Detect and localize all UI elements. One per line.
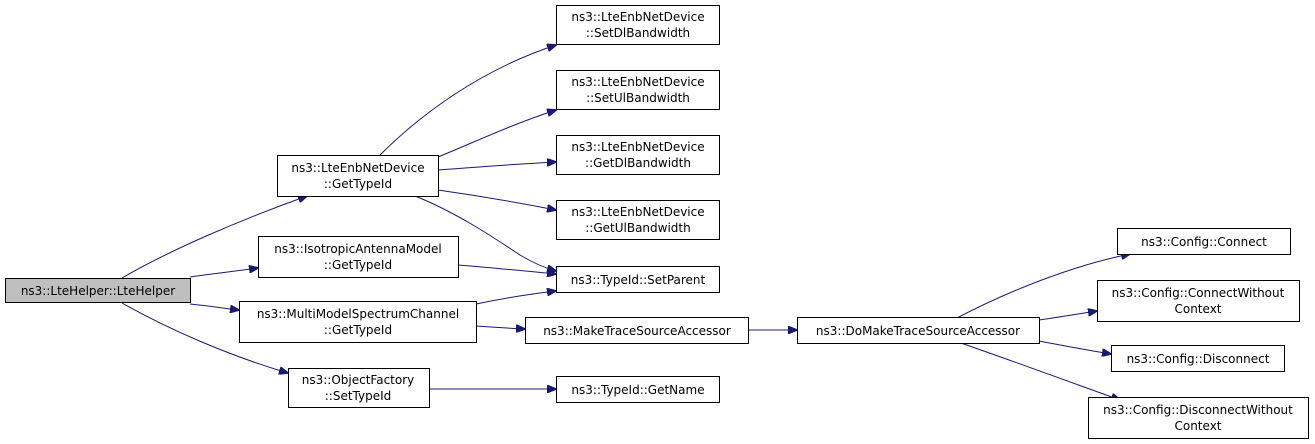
node-disconnectwc-line1: ns3::Config::DisconnectWithout	[1103, 403, 1293, 417]
node-connectwc-line1: ns3::Config::ConnectWithout	[1112, 286, 1285, 300]
edge-domaketsa-to-connectwc	[1038, 311, 1097, 321]
node-connect[interactable]: ns3::Config::Connect	[1117, 228, 1291, 255]
node-enb-gettypeid[interactable]: ns3::LteEnbNetDevice ::GetTypeId	[277, 155, 439, 197]
edge-ltehelper-to-iso-gettypeid	[189, 268, 258, 278]
edge-ltehelper-to-mmsc-gettypeid	[189, 303, 239, 310]
node-setparent[interactable]: ns3::TypeId::SetParent	[556, 266, 720, 293]
node-iso-gettypeid-line2: ::GetTypeId	[324, 258, 392, 272]
edge-enb-to-setulbw	[437, 110, 556, 158]
node-getname-box	[556, 376, 720, 403]
edge-enb-to-setdlbw	[379, 45, 556, 156]
node-domaketsa-label: ns3::DoMakeTraceSourceAccessor	[816, 324, 1020, 338]
node-iso-gettypeid[interactable]: ns3::IsotropicAntennaModel ::GetTypeId	[258, 236, 459, 278]
edge-iso-to-setparent	[457, 264, 556, 274]
node-maketsa-label: ns3::MakeTraceSourceAccessor	[543, 324, 731, 338]
node-connectwc[interactable]: ns3::Config::ConnectWithout Context	[1097, 280, 1300, 322]
node-connect-label: ns3::Config::Connect	[1141, 235, 1267, 249]
node-setulbw[interactable]: ns3::LteEnbNetDevice ::SetUlBandwidth	[556, 70, 720, 110]
node-ltehelper[interactable]: ns3::LteHelper::LteHelper	[5, 278, 191, 303]
node-getdlbw-box	[556, 135, 720, 175]
edge-enb-to-setparent	[414, 195, 556, 271]
node-connect-box	[1117, 228, 1291, 255]
edge-ltehelper-to-objfactory	[121, 302, 288, 373]
node-disconnectwc-box	[1088, 397, 1309, 439]
node-setparent-box	[556, 266, 720, 293]
node-iso-gettypeid-box	[258, 236, 459, 278]
node-setulbw-line1: ns3::LteEnbNetDevice	[571, 75, 704, 89]
edge-ltehelper-to-enb-gettypeid	[121, 196, 307, 279]
edge-domaketsa-to-disconnectwc	[957, 341, 1120, 400]
node-setdlbw-line1: ns3::LteEnbNetDevice	[571, 10, 704, 24]
node-mmsc-gettypeid[interactable]: ns3::MultiModelSpectrumChannel ::GetType…	[239, 301, 477, 343]
node-getulbw[interactable]: ns3::LteEnbNetDevice ::GetUlBandwidth	[556, 200, 720, 240]
node-ltehelper-label: ns3::LteHelper::LteHelper	[21, 284, 175, 298]
node-iso-gettypeid-line1: ns3::IsotropicAntennaModel	[274, 242, 441, 256]
node-getname-label: ns3::TypeId::GetName	[571, 383, 704, 397]
edge-domaketsa-to-connect	[954, 254, 1130, 320]
node-objfactory-settypeid-line2: ::SetTypeId	[325, 389, 392, 403]
node-setdlbw[interactable]: ns3::LteEnbNetDevice ::SetDlBandwidth	[556, 5, 720, 45]
node-ltehelper-box	[5, 278, 191, 303]
node-enb-gettypeid-line1: ns3::LteEnbNetDevice	[291, 161, 424, 175]
node-connectwc-box	[1097, 280, 1300, 322]
node-setdlbw-line2: ::SetDlBandwidth	[586, 26, 690, 40]
node-domaketsa[interactable]: ns3::DoMakeTraceSourceAccessor	[797, 317, 1040, 344]
node-setulbw-box	[556, 70, 720, 110]
node-disconnect[interactable]: ns3::Config::Disconnect	[1111, 345, 1285, 372]
node-getulbw-line1: ns3::LteEnbNetDevice	[571, 205, 704, 219]
node-getulbw-line2: ::GetUlBandwidth	[585, 221, 690, 235]
node-getdlbw-line1: ns3::LteEnbNetDevice	[571, 140, 704, 154]
node-getdlbw-line2: ::GetDlBandwidth	[585, 156, 691, 170]
node-objfactory-settypeid-box	[288, 368, 430, 408]
edge-mmsc-to-maketsa	[475, 326, 525, 329]
node-disconnectwc[interactable]: ns3::Config::DisconnectWithout Context	[1088, 397, 1309, 439]
edges	[121, 45, 1130, 400]
node-setdlbw-box	[556, 5, 720, 45]
node-mmsc-gettypeid-line1: ns3::MultiModelSpectrumChannel	[257, 307, 459, 321]
node-disconnectwc-line2: Context	[1174, 419, 1221, 433]
node-getdlbw[interactable]: ns3::LteEnbNetDevice ::GetDlBandwidth	[556, 135, 720, 175]
node-domaketsa-box	[797, 317, 1040, 344]
node-disconnect-box	[1111, 345, 1285, 372]
node-enb-gettypeid-line2: ::GetTypeId	[324, 177, 392, 191]
node-objfactory-settypeid-line1: ns3::ObjectFactory	[302, 373, 415, 387]
node-disconnect-label: ns3::Config::Disconnect	[1127, 352, 1270, 366]
node-enb-gettypeid-box	[277, 155, 439, 197]
node-maketsa[interactable]: ns3::MakeTraceSourceAccessor	[525, 317, 749, 344]
node-getname[interactable]: ns3::TypeId::GetName	[556, 376, 720, 403]
edge-enb-to-getdlbw	[437, 162, 556, 171]
edge-domaketsa-to-disconnect	[1038, 340, 1111, 354]
node-setparent-label: ns3::TypeId::SetParent	[571, 273, 706, 287]
edge-mmsc-to-setparent	[475, 291, 556, 305]
node-connectwc-line2: Context	[1174, 302, 1221, 316]
edge-enb-to-getulbw	[437, 189, 556, 210]
node-maketsa-box	[525, 317, 749, 344]
node-mmsc-gettypeid-line2: ::GetTypeId	[324, 323, 392, 337]
node-objfactory-settypeid[interactable]: ns3::ObjectFactory ::SetTypeId	[288, 368, 430, 408]
node-setulbw-line2: ::SetUlBandwidth	[586, 91, 690, 105]
node-getulbw-box	[556, 200, 720, 240]
node-mmsc-gettypeid-box	[239, 301, 477, 343]
